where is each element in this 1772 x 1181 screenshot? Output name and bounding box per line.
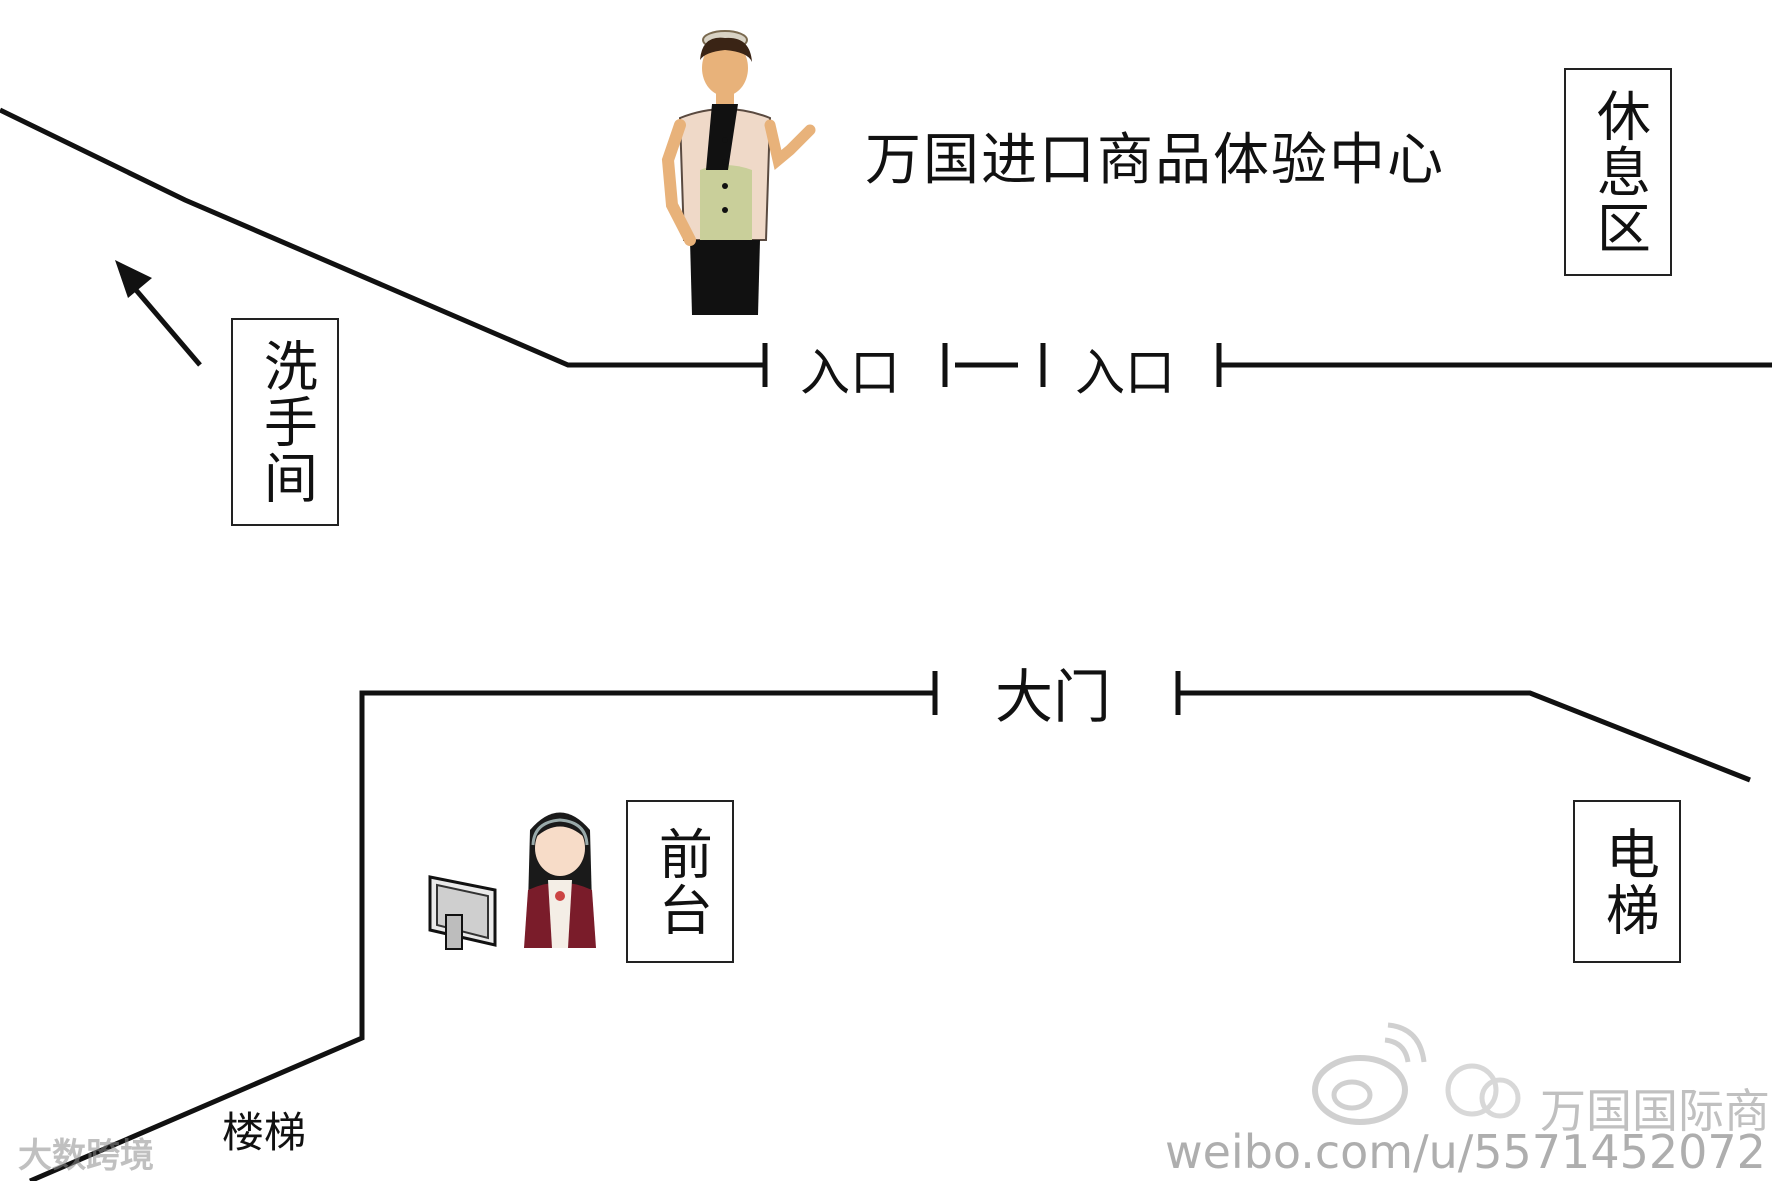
- lower-wall-right: [1178, 690, 1751, 783]
- arrow-up-left-icon: [115, 260, 202, 367]
- hostess-illustration: [661, 30, 816, 315]
- rest-area-box: 休息区: [1564, 68, 1672, 276]
- brand-watermark-left: 大数跨境: [18, 1136, 154, 1176]
- front-desk-label: 前台: [649, 825, 713, 938]
- brand-watermark-right: 万国国际商城: [1540, 1084, 1772, 1138]
- front-desk-box: 前台: [626, 800, 734, 963]
- restroom-label: 洗手间: [254, 338, 318, 506]
- entrance-left-label: 入口: [800, 344, 900, 402]
- elevator-box: 电梯: [1573, 800, 1681, 963]
- mall-title: 万国进口商品体验中心: [865, 128, 1445, 193]
- computer-monitor-icon: [428, 875, 497, 950]
- elevator-label: 电梯: [1596, 825, 1660, 938]
- receptionist-illustration: [524, 812, 596, 948]
- restroom-box: 洗手间: [231, 318, 339, 526]
- rest-area-label: 休息区: [1587, 88, 1651, 256]
- weibo-logo-icon: [1312, 1022, 1521, 1125]
- lower-wall-left: [29, 690, 935, 1181]
- weibo-url-watermark: weibo.com/u/5571452072: [1165, 1125, 1766, 1179]
- main-gate-label: 大门: [995, 663, 1112, 731]
- entrance-right-label: 入口: [1075, 344, 1175, 402]
- stairs-label: 楼梯: [222, 1108, 307, 1157]
- upper-wall-left: [0, 107, 765, 368]
